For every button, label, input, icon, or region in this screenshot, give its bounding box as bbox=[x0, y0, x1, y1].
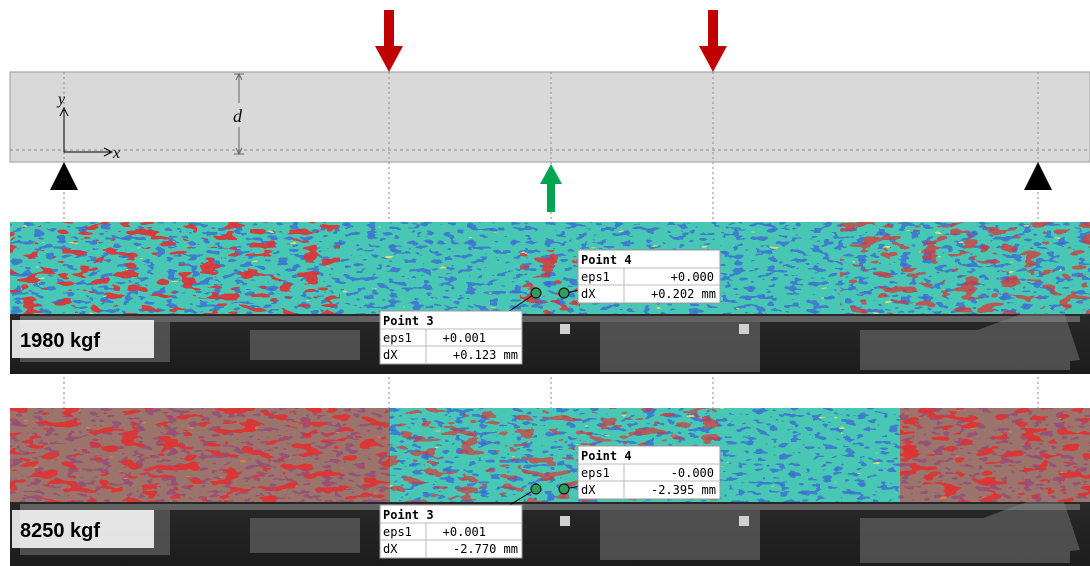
point-4-dx-label-1: dX bbox=[581, 287, 596, 301]
load-arrow-2 bbox=[699, 10, 727, 72]
reaction-arrow bbox=[540, 164, 562, 212]
point-3-dx-label-1: dX bbox=[383, 348, 398, 362]
point-3-marker-1 bbox=[530, 287, 542, 299]
point-4-title-2: Point 4 bbox=[581, 449, 632, 463]
point-3-readout-1: Point 3 eps1 +0.001 dX +0.123 mm bbox=[379, 310, 523, 365]
axis-x-label: x bbox=[112, 145, 120, 162]
strain-field-1 bbox=[10, 222, 1090, 314]
depth-label: d bbox=[233, 106, 243, 126]
load-tag-box-2 bbox=[12, 510, 154, 548]
load-tag-2: 8250 kgf bbox=[20, 520, 100, 542]
point-3-dx-label-2: dX bbox=[383, 542, 398, 556]
point-3-dx-value-2: -2.770 mm bbox=[453, 542, 518, 556]
dic-panel-1: 1980 kgf Point 4 eps1 +0.000 dX +0.202 m… bbox=[10, 222, 1090, 374]
point-3-title-1: Point 3 bbox=[383, 314, 434, 328]
point-4-eps1-label-2: eps1 bbox=[581, 466, 610, 480]
point-4-readout-2: Point 4 eps1 -0.000 dX -2.395 mm bbox=[577, 445, 721, 500]
support-right bbox=[1024, 162, 1052, 190]
beam-body bbox=[9, 71, 1090, 163]
point-3-readout-2: Point 3 eps1 +0.001 dX -2.770 mm bbox=[379, 504, 523, 559]
dic-panel-2: 8250 kgf Point 4 eps1 -0.000 dX -2.395 m… bbox=[10, 408, 1090, 566]
point-4-title-1: Point 4 bbox=[581, 253, 632, 267]
load-tag-1: 1980 kgf bbox=[20, 330, 100, 352]
point-3-eps1-label-2: eps1 bbox=[383, 525, 412, 539]
point-3-eps1-value-1: +0.001 bbox=[443, 331, 486, 345]
point-4-eps1-value-1: +0.000 bbox=[671, 270, 714, 284]
strain-field-2 bbox=[10, 408, 1090, 502]
point-4-eps1-value-2: -0.000 bbox=[671, 466, 714, 480]
load-arrow-1 bbox=[375, 10, 403, 72]
point-4-marker-2 bbox=[558, 483, 570, 495]
point-3-eps1-label-1: eps1 bbox=[383, 331, 412, 345]
point-3-dx-value-1: +0.123 mm bbox=[453, 348, 518, 362]
point-4-eps1-label-1: eps1 bbox=[581, 270, 610, 284]
point-3-eps1-value-2: +0.001 bbox=[443, 525, 486, 539]
point-4-dx-value-1: +0.202 mm bbox=[651, 287, 716, 301]
point-4-marker-1 bbox=[558, 287, 570, 299]
axis-triad bbox=[59, 106, 114, 157]
support-left bbox=[50, 162, 78, 190]
point-3-title-2: Point 3 bbox=[383, 508, 434, 522]
point-4-dx-label-2: dX bbox=[581, 483, 596, 497]
load-tag-box-1 bbox=[12, 320, 154, 358]
point-4-dx-value-2: -2.395 mm bbox=[651, 483, 716, 497]
axis-y-label: y bbox=[56, 91, 66, 108]
point-4-readout-1: Point 4 eps1 +0.000 dX +0.202 mm bbox=[577, 249, 721, 304]
point-3-marker-2 bbox=[530, 483, 542, 495]
beam-schematic bbox=[9, 71, 1090, 163]
